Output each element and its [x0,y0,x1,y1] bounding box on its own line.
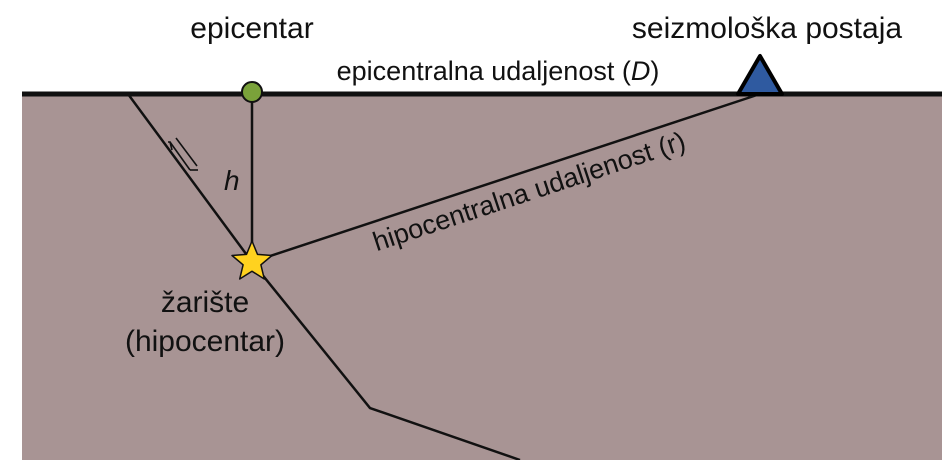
epicentral-distance-suffix: ) [650,56,659,86]
focus-label-line2: (hipocentar) [125,325,285,358]
epicenter-label: epicentar [190,12,313,45]
epicentral-distance-symbol: D [631,56,651,86]
epicenter-dot-icon [242,82,262,102]
station-label: seizmološka postaja [632,12,902,45]
epicentral-distance-text: epicentralna udaljenost ( [337,56,631,86]
station-triangle-icon [738,56,782,94]
ground-body [22,94,942,460]
epicentral-distance-label: epicentralna udaljenost (D) [337,56,660,86]
focus-label-line1: žarište [161,286,249,319]
depth-label: h [224,165,240,196]
